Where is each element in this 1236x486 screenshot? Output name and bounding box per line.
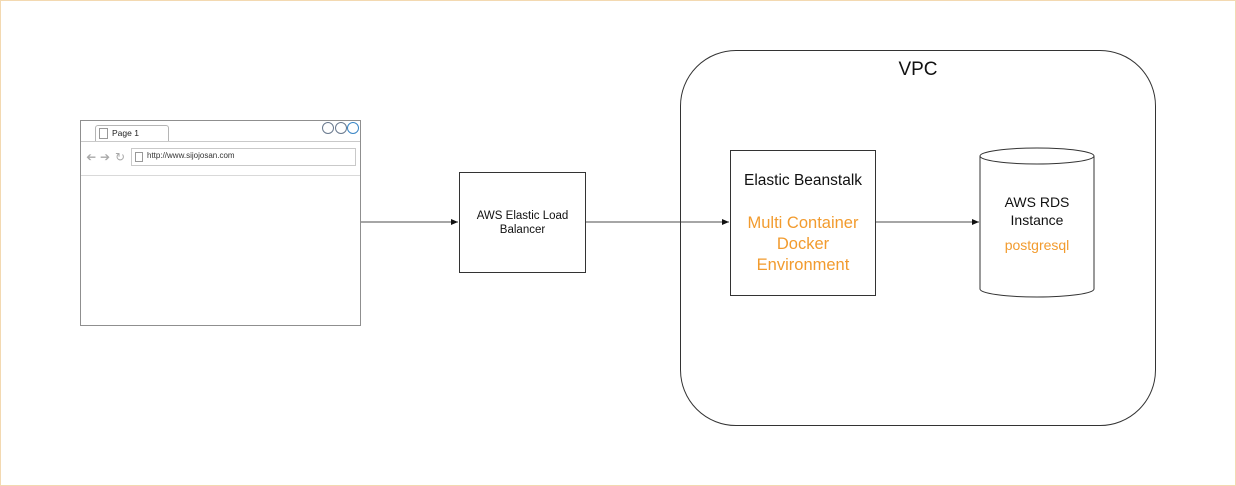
maximize-icon[interactable]: [335, 122, 347, 134]
page-icon: [99, 128, 108, 139]
page-icon: [135, 152, 143, 162]
rds-label: AWS RDS Instance: [1004, 194, 1070, 228]
elastic-load-balancer-box: AWS Elastic Load Balancer: [459, 172, 586, 273]
rds-cylinder-icon: [979, 147, 1095, 298]
browser-tab-label: Page 1: [112, 128, 139, 138]
close-icon[interactable]: [347, 122, 359, 134]
vpc-container: VPC: [680, 50, 1156, 426]
address-bar-url: http://www.sijojosan.com: [147, 151, 235, 160]
vpc-label: VPC: [898, 59, 938, 80]
reload-icon[interactable]: ↻: [115, 150, 126, 164]
elastic-beanstalk-box: Elastic Beanstalk Multi Container Docker…: [730, 150, 876, 296]
browser-tab[interactable]: Page 1: [95, 125, 169, 141]
browser-nav-bar: ➔ ➔ ↻ http://www.sijojosan.com: [81, 142, 360, 176]
back-arrow-icon[interactable]: ➔: [86, 150, 97, 164]
beanstalk-subtitle: Multi Container Docker Environment: [747, 214, 859, 274]
forward-arrow-icon[interactable]: ➔: [100, 150, 111, 164]
rds-engine: postgresql: [1004, 237, 1070, 253]
browser-tab-bar: Page 1: [81, 121, 360, 142]
minimize-icon[interactable]: [322, 122, 334, 134]
browser-window: Page 1 ➔ ➔ ↻ http://www.sijojosan.com: [80, 120, 361, 326]
address-bar[interactable]: http://www.sijojosan.com: [131, 148, 356, 166]
beanstalk-title: Elastic Beanstalk: [743, 172, 863, 189]
